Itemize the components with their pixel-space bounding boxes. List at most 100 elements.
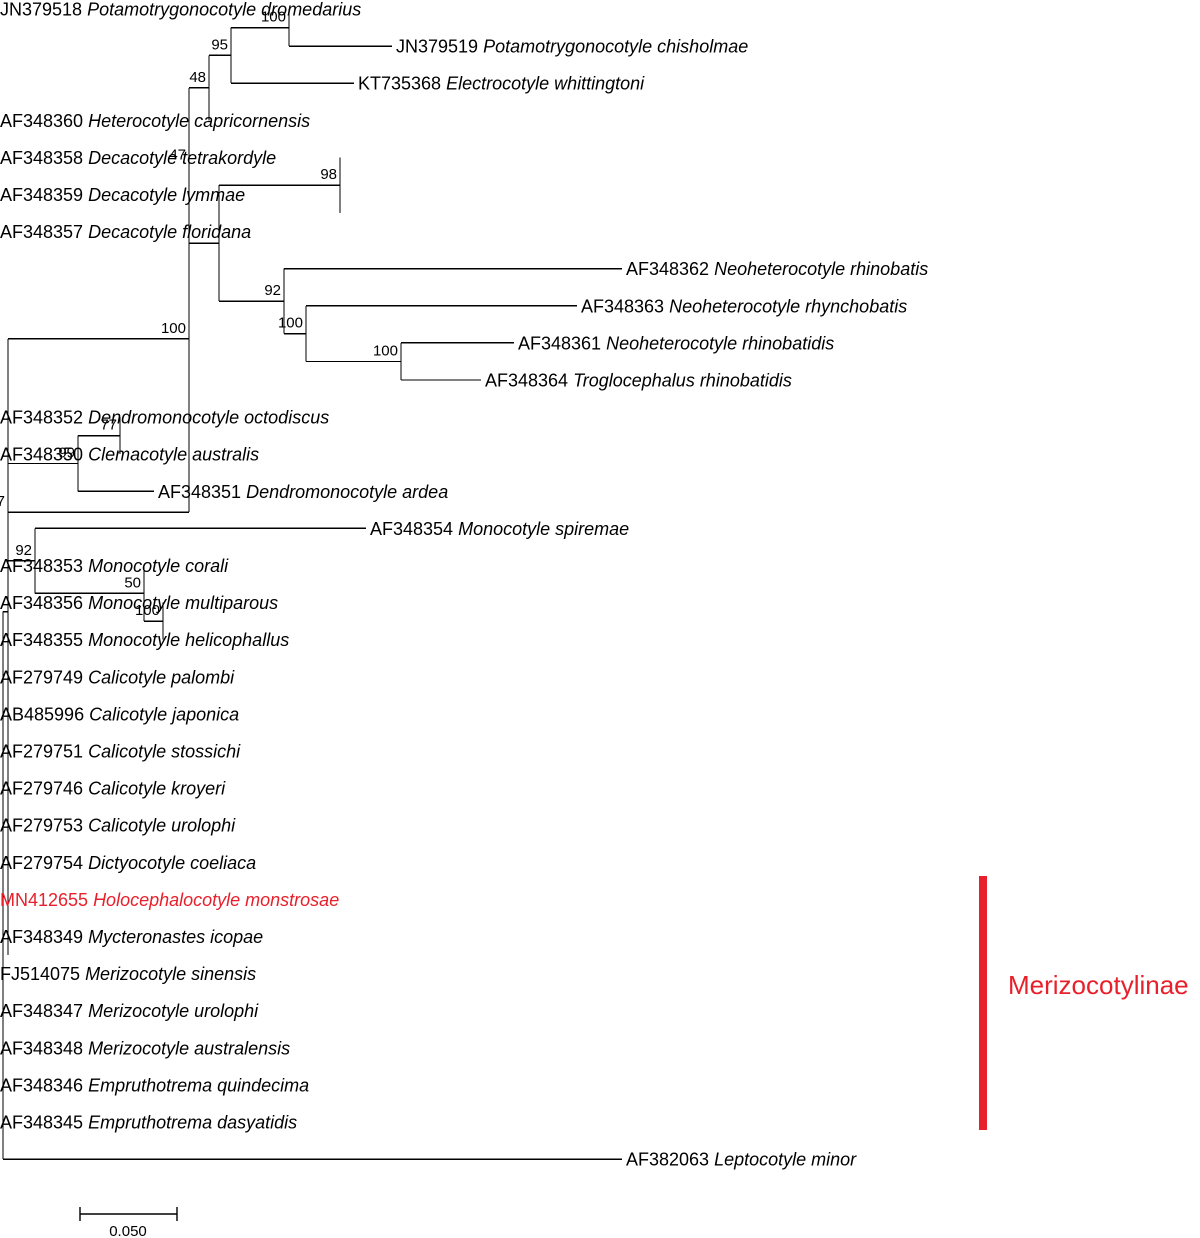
tip-species: Dendromonocotyle ardea	[246, 482, 448, 502]
tip-species: Calicotyle urolophi	[88, 816, 236, 836]
bootstrap-values: 1004748951009887921001008799779250100100…	[0, 9, 398, 620]
bootstrap-value: 100	[278, 315, 303, 332]
tip-label: AF348363 Neoheterocotyle rhynchobatis	[581, 296, 907, 316]
tip-species: Calicotyle stossichi	[88, 742, 241, 762]
tip-label: AB485996 Calicotyle japonica	[0, 704, 239, 724]
tip-label: KT735368 Electrocotyle whittingtoni	[358, 74, 645, 94]
tip-accession: AF348350	[0, 445, 88, 465]
clade-annotation: Merizocotylinae	[979, 876, 1189, 1130]
tip-species: Heterocotyle capricornensis	[88, 111, 310, 131]
bootstrap-value: 100	[261, 9, 286, 26]
tip-accession: JN379518	[0, 0, 87, 20]
scale-bar-label: 0.050	[109, 1223, 147, 1238]
tip-species: Dendromonocotyle octodiscus	[88, 408, 329, 428]
bootstrap-value: 92	[264, 282, 281, 299]
tip-species: Electrocotyle whittingtoni	[446, 74, 645, 94]
bootstrap-value: 95	[211, 36, 228, 53]
bootstrap-value: 100	[161, 320, 186, 337]
tip-species: Calicotyle palombi	[88, 667, 235, 687]
tip-label: AF348361 Neoheterocotyle rhinobatidis	[518, 333, 834, 353]
bootstrap-value: 48	[189, 69, 206, 86]
tip-label: MN412655 Holocephalocotyle monstrosae	[0, 890, 339, 910]
tip-accession: AF348355	[0, 630, 88, 650]
tip-label: AF348354 Monocotyle spiremae	[370, 519, 629, 539]
tip-accession: AF348351	[158, 482, 246, 502]
tip-accession: AF348362	[626, 259, 714, 279]
tip-species: Monocotyle corali	[88, 556, 229, 576]
clade-bar	[979, 876, 987, 1130]
tip-accession: FJ514075	[0, 964, 85, 984]
tip-species: Calicotyle kroyeri	[88, 779, 226, 799]
tip-accession: AF348357	[0, 222, 88, 242]
tip-species: Dictyocotyle coeliaca	[88, 853, 256, 873]
tip-species: Calicotyle japonica	[89, 704, 239, 724]
tip-accession: AF279753	[0, 816, 88, 836]
tip-label: AF348360 Heterocotyle capricornensis	[0, 111, 310, 131]
tip-accession: AF348354	[370, 519, 458, 539]
tip-species: Decacotyle tetrakordyle	[88, 148, 276, 168]
tip-accession: AF348358	[0, 148, 88, 168]
tip-label: AF348348 Merizocotyle australensis	[0, 1038, 290, 1058]
tip-accession: MN412655	[0, 890, 93, 910]
bootstrap-value: 77	[100, 417, 117, 434]
tip-species: Empruthotrema quindecima	[88, 1075, 309, 1095]
bootstrap-value: 100	[373, 342, 398, 359]
tip-accession: AF348364	[485, 371, 573, 391]
tip-accession: AB485996	[0, 704, 89, 724]
tip-accession: AF348359	[0, 185, 88, 205]
tip-accession: AF348346	[0, 1075, 88, 1095]
tip-species: Decacotyle floridana	[88, 222, 251, 242]
tip-label: FJ514075 Merizocotyle sinensis	[0, 964, 256, 984]
tip-species: Monocotyle helicophallus	[88, 630, 289, 650]
tip-species: Merizocotyle urolophi	[88, 1001, 259, 1021]
tip-label: AF279754 Dictyocotyle coeliaca	[0, 853, 256, 873]
tip-species: Decacotyle lymmae	[88, 185, 245, 205]
tip-label: AF348364 Troglocephalus rhinobatidis	[485, 371, 792, 391]
bootstrap-value: 99	[58, 444, 75, 461]
tip-accession: AF279746	[0, 779, 88, 799]
tip-accession: AF348363	[581, 296, 669, 316]
tip-label: AF348351 Dendromonocotyle ardea	[158, 482, 448, 502]
tip-species: Holocephalocotyle monstrosae	[93, 890, 339, 910]
bootstrap-value: 92	[15, 542, 32, 559]
tip-accession: AF382063	[626, 1150, 714, 1170]
tip-label: AF279751 Calicotyle stossichi	[0, 742, 241, 762]
tip-label: AF348345 Empruthotrema dasyatidis	[0, 1113, 297, 1133]
tip-accession: AF279749	[0, 667, 88, 687]
tip-species: Neoheterocotyle rhinobatis	[714, 259, 928, 279]
tip-accession: AF348356	[0, 593, 88, 613]
tip-label: AF348346 Empruthotrema quindecima	[0, 1075, 309, 1095]
tip-label: AF348359 Decacotyle lymmae	[0, 185, 245, 205]
bootstrap-value: 87	[0, 493, 5, 510]
tip-species: Potamotrygonocotyle dromedarius	[87, 0, 361, 20]
tip-accession: AF279754	[0, 853, 88, 873]
tip-species: Merizocotyle sinensis	[85, 964, 256, 984]
tip-label: AF279749 Calicotyle palombi	[0, 667, 235, 687]
tip-label: AF348353 Monocotyle corali	[0, 556, 229, 576]
bootstrap-value: 98	[320, 166, 337, 183]
tip-label: AF382063 Leptocotyle minor	[626, 1150, 857, 1170]
tip-accession: JN379519	[396, 37, 483, 57]
scale-bar: 0.050	[79, 1207, 178, 1238]
bootstrap-value: 47	[169, 147, 186, 164]
tip-species: Potamotrygonocotyle chisholmae	[483, 37, 748, 57]
tip-species: Mycteronastes icopae	[88, 927, 263, 947]
tip-label: JN379518 Potamotrygonocotyle dromedarius	[0, 0, 361, 20]
tip-accession: AF348348	[0, 1038, 88, 1058]
tip-label: AF348356 Monocotyle multiparous	[0, 593, 278, 613]
tip-species: Troglocephalus rhinobatidis	[573, 371, 792, 391]
tree-branches	[3, 9, 622, 1160]
tip-accession: AF348352	[0, 408, 88, 428]
tip-species: Neoheterocotyle rhinobatidis	[606, 333, 834, 353]
tip-label: AF348349 Mycteronastes icopae	[0, 927, 263, 947]
tip-species: Leptocotyle minor	[714, 1150, 857, 1170]
tip-label: AF348352 Dendromonocotyle octodiscus	[0, 408, 329, 428]
bootstrap-value: 100	[135, 602, 160, 619]
tip-label: AF348357 Decacotyle floridana	[0, 222, 251, 242]
tip-species: Monocotyle spiremae	[458, 519, 629, 539]
tip-species: Monocotyle multiparous	[88, 593, 278, 613]
tip-label: AF279753 Calicotyle urolophi	[0, 816, 236, 836]
tip-label: AF348350 Clemacotyle australis	[0, 445, 259, 465]
tip-accession: AF348353	[0, 556, 88, 576]
tip-label: AF279746 Calicotyle kroyeri	[0, 779, 226, 799]
